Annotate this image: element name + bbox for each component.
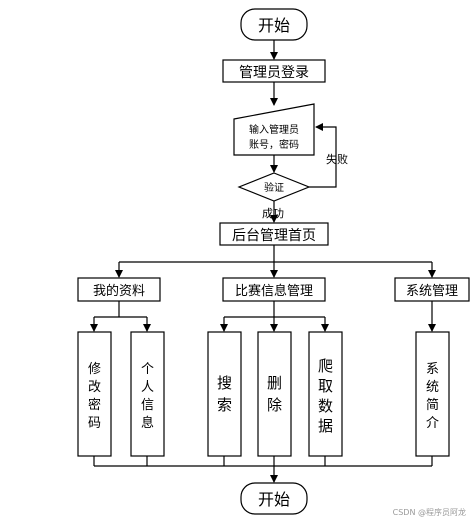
home-label: 后台管理首页 (232, 228, 316, 244)
home-node: 后台管理首页 (219, 222, 329, 246)
arrow-fail-loop (309, 123, 337, 188)
leaf-intro-char-2: 统 (426, 380, 439, 395)
leaf-intro-char-4: 介 (426, 416, 439, 431)
leaf-crawl-char-3: 数 (318, 397, 333, 415)
leaf-change-pwd-char-2: 改 (88, 380, 101, 395)
leaf-change-pwd-char-4: 码 (88, 416, 101, 431)
leaf-change-pwd-node: 修 改 密 码 (77, 331, 112, 457)
leaf-intro-node: 系 统 简 介 (415, 331, 450, 457)
leaf-personal-node: 个 人 信 息 (130, 331, 165, 457)
leaf-crawl-char-2: 取 (318, 377, 333, 395)
group-profile-label: 我的资料 (93, 283, 145, 299)
verify-label: 验证 (264, 181, 284, 194)
leaf-personal-char-4: 息 (141, 415, 154, 431)
watermark: CSDN @程序员阿龙 (392, 508, 466, 517)
end-label: 开始 (258, 490, 290, 509)
leaf-personal-char-1: 个 (141, 362, 154, 377)
group-profile-node: 我的资料 (77, 277, 161, 302)
group-match-label: 比赛信息管理 (235, 283, 313, 299)
login-label: 管理员登录 (239, 65, 309, 81)
leaf-search-char-1: 搜 (217, 374, 232, 392)
leaf-search-node: 搜 索 (207, 331, 242, 457)
leaf-crawl-node: 爬 取 数 据 (308, 331, 343, 457)
end-node: 开始 (240, 482, 308, 515)
success-label: 成功 (262, 207, 284, 220)
leaf-personal-char-2: 人 (141, 380, 154, 395)
leaf-intro-char-3: 简 (426, 397, 439, 413)
leaf-intro-char-1: 系 (426, 362, 439, 377)
leaf-personal-char-3: 信 (141, 398, 154, 413)
leaf-change-pwd-char-1: 修 (88, 362, 101, 377)
group-system-label: 系统管理 (406, 284, 458, 299)
leaf-delete-char-1: 删 (267, 374, 282, 392)
group-match-node: 比赛信息管理 (222, 277, 326, 302)
leaf-delete-node: 删 除 (257, 331, 292, 457)
input-label-line2: 账号，密码 (249, 138, 299, 151)
group-system-node: 系统管理 (394, 277, 470, 302)
input-label-line1: 输入管理员 (249, 123, 299, 136)
leaf-change-pwd-char-3: 密 (88, 397, 101, 413)
leaf-crawl-char-1: 爬 (318, 357, 333, 375)
start-node: 开始 (240, 8, 308, 41)
leaf-delete-char-2: 除 (267, 396, 282, 414)
login-node: 管理员登录 (222, 59, 326, 83)
input-node: 输入管理员 账号，密码 (233, 103, 315, 156)
verify-decision: 验证 (237, 172, 311, 202)
start-label: 开始 (258, 16, 290, 35)
leaf-search-char-2: 索 (217, 396, 232, 414)
fail-label: 失败 (326, 152, 348, 166)
leaf-crawl-char-4: 据 (318, 417, 333, 435)
